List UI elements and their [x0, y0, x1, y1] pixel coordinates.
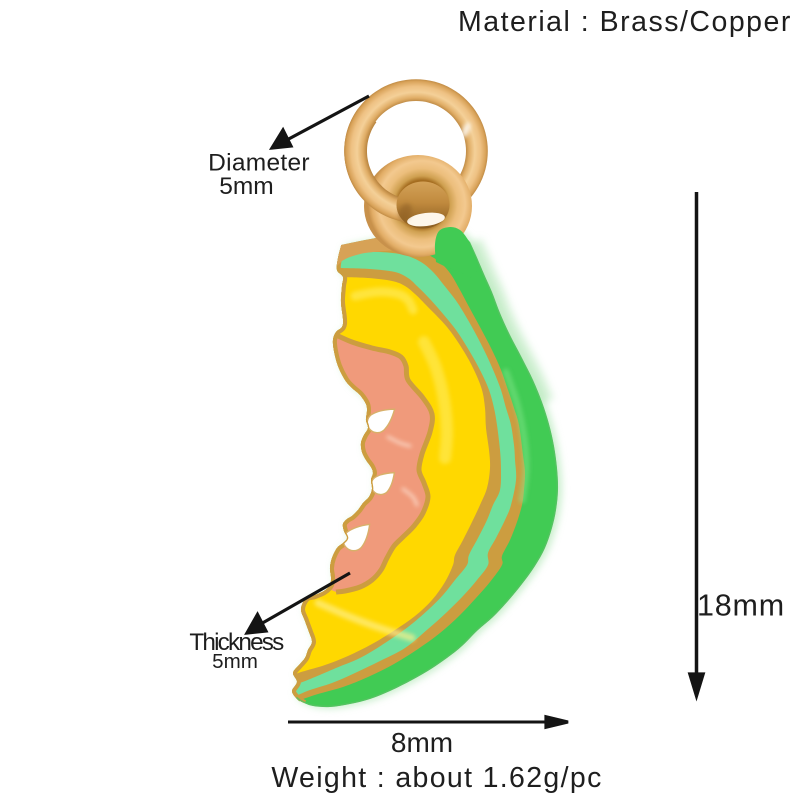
svg-text:5mm: 5mm: [212, 650, 258, 673]
svg-text:8mm: 8mm: [391, 727, 453, 758]
svg-text:18mm: 18mm: [697, 589, 785, 623]
svg-text:Diameter: Diameter: [208, 149, 310, 176]
svg-text:Thickness: Thickness: [189, 629, 284, 656]
svg-text:5mm: 5mm: [219, 173, 273, 200]
svg-text:Material : Brass/Copper: Material : Brass/Copper: [458, 6, 792, 38]
svg-text:Weight : about 1.62g/pc: Weight : about 1.62g/pc: [271, 762, 602, 794]
